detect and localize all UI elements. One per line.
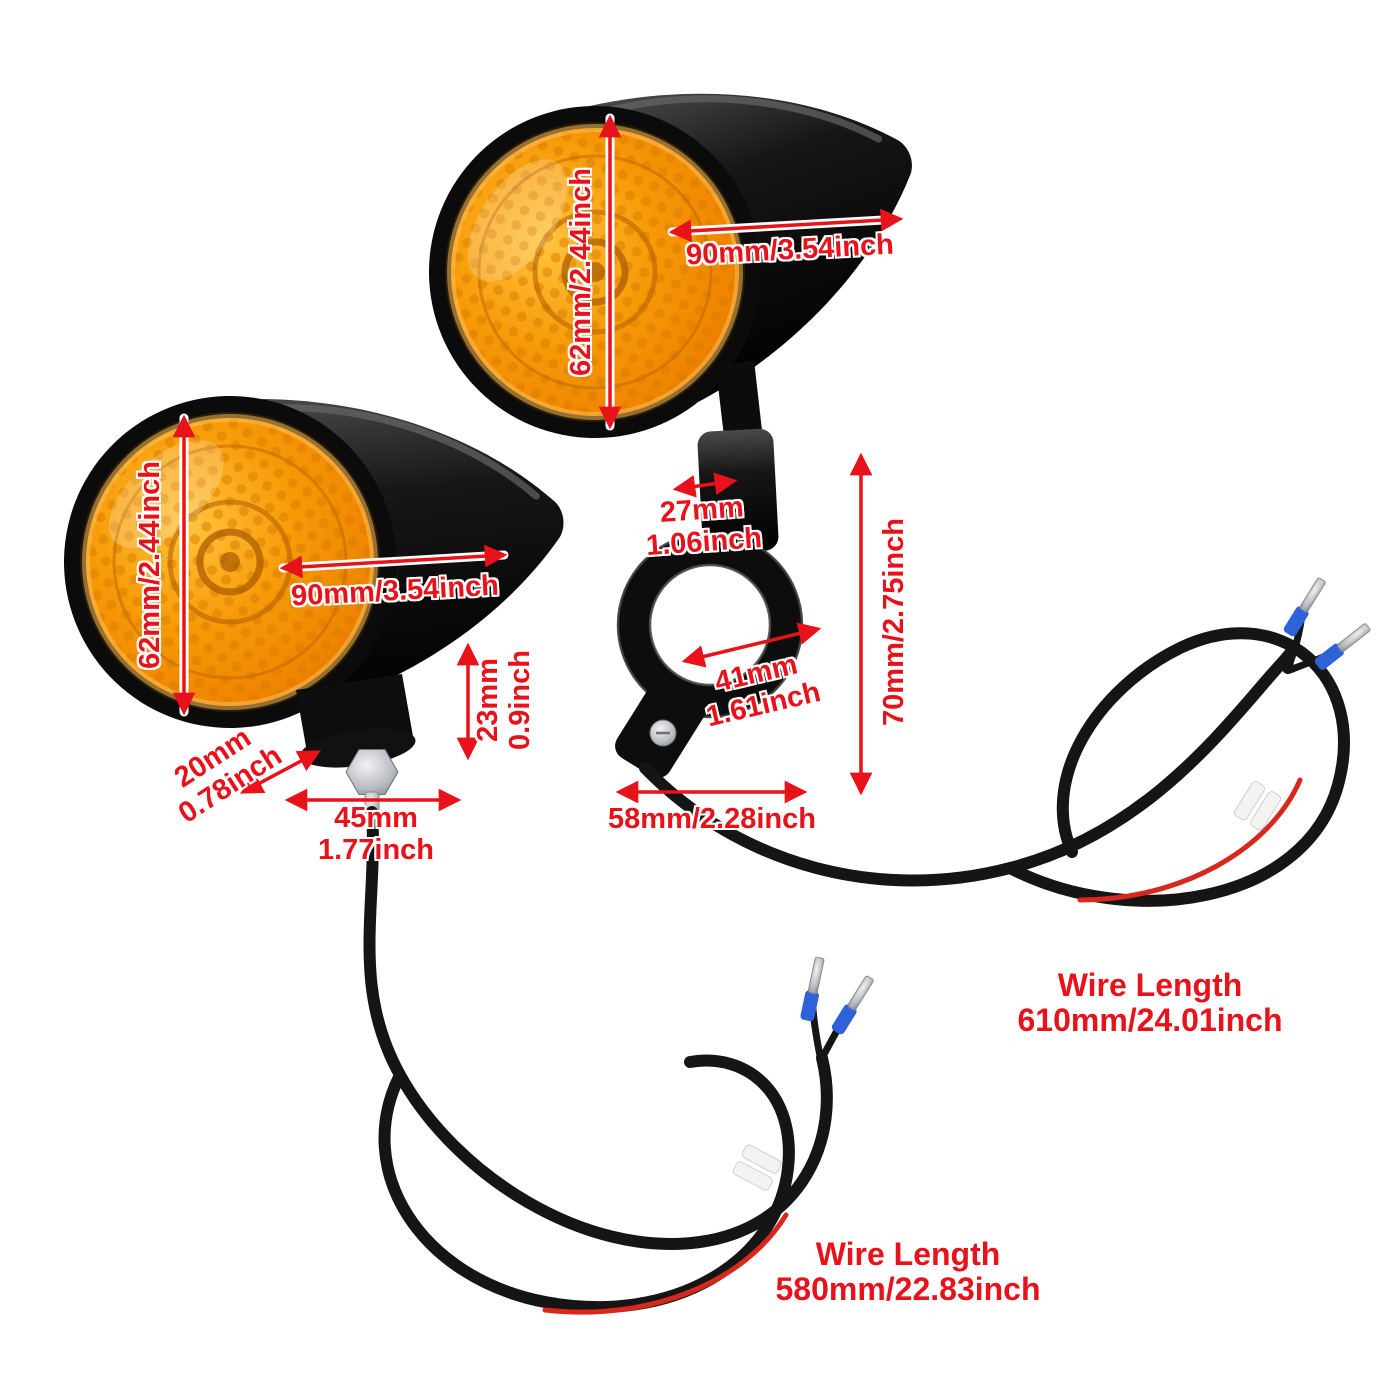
turn-signal-left-mount xyxy=(296,674,416,817)
clamp-ring xyxy=(617,532,802,718)
wire-tip xyxy=(1281,575,1329,639)
dim-arrow-clamp-top-width xyxy=(672,472,738,498)
dimension-arrows xyxy=(172,113,905,812)
wire-left xyxy=(363,806,877,1315)
dim-line-2: 1.77inch xyxy=(317,834,435,866)
wire-length-label-right: Wire Length 610mm/24.01inch xyxy=(1017,966,1283,1038)
clamp-arm xyxy=(697,428,779,554)
dim-arrow-top-lens-diameter xyxy=(668,208,904,243)
dim-line-1: 45mm xyxy=(334,802,418,835)
dim-label-mount-base: 45mm 1.77inch xyxy=(317,802,435,867)
dim-line-1: 23mm xyxy=(472,658,505,742)
dim-line-2: 0.9inch xyxy=(504,650,536,750)
dim-label-clamp-top-width: 27mm 1.06inch xyxy=(643,491,763,563)
wire-length-line-2: 610mm/24.01inch xyxy=(1017,1002,1283,1038)
tape-wrap-right xyxy=(1232,779,1283,832)
wire-length-line-1: Wire Length xyxy=(815,1235,1001,1272)
wire-tip xyxy=(1312,620,1373,673)
tape-wrap-left xyxy=(731,1143,784,1193)
dim-arrow-left-lens-diameter xyxy=(279,544,508,579)
wire-length-label-left: Wire Length 580mm/22.83inch xyxy=(775,1235,1041,1307)
dim-label-clamp-height: 70mm/2.75inch xyxy=(878,518,911,726)
dim-label-mount-height: 23mm 0.9inch xyxy=(472,650,537,750)
dim-arrow-mount-neck xyxy=(239,750,322,794)
wire-right xyxy=(639,575,1373,907)
dim-label-left-lens-height: 62mm/2.44inch xyxy=(134,461,167,669)
wire-tip xyxy=(829,973,877,1037)
clamp-bracket xyxy=(615,428,804,778)
wire-tip xyxy=(799,955,828,1023)
dim-label-top-lens-height: 62mm/2.44inch xyxy=(565,168,598,376)
wire-length-line-1: Wire Length xyxy=(1057,966,1243,1003)
wire-length-line-2: 580mm/22.83inch xyxy=(775,1271,1041,1307)
dim-arrow-clamp-inner xyxy=(681,622,822,668)
dim-label-clamp-base: 58mm/2.28inch xyxy=(608,803,816,836)
